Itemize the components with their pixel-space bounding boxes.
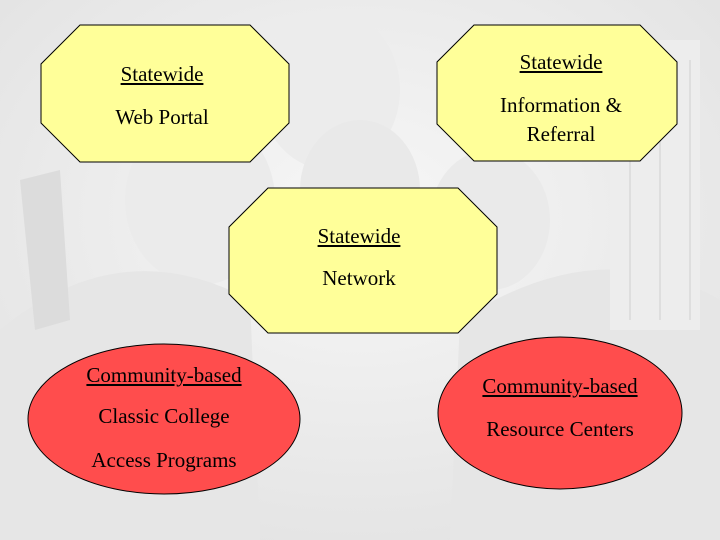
referral-octagon xyxy=(436,24,678,162)
college-access-line2: Classic College xyxy=(98,404,230,428)
resource-centers-subtitle: Resource Centers xyxy=(486,417,634,441)
college-access-line3: Access Programs xyxy=(91,448,237,472)
resource-centers-ellipse xyxy=(437,336,683,490)
network-octagon xyxy=(228,187,498,334)
portal-title: Statewide xyxy=(120,62,204,86)
referral-line2: Information & xyxy=(500,93,622,117)
referral-title: Statewide xyxy=(519,50,603,74)
referral-line3: Referral xyxy=(526,122,596,146)
portal-octagon xyxy=(40,24,290,163)
college-access-ellipse xyxy=(27,343,301,495)
college-access-title: Community-based xyxy=(86,363,242,387)
resource-centers-title: Community-based xyxy=(482,374,638,398)
portal-subtitle: Web Portal xyxy=(115,105,209,129)
network-title: Statewide xyxy=(317,224,401,248)
network-subtitle: Network xyxy=(322,266,396,290)
